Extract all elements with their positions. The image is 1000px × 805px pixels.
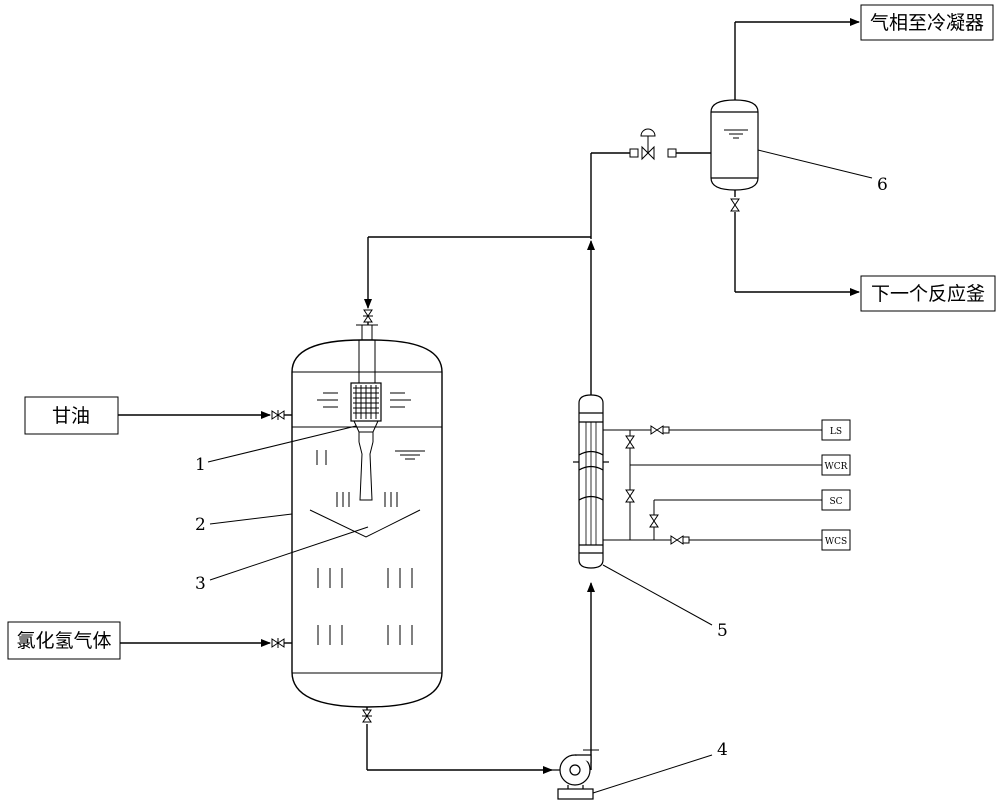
callout-3: 3 (195, 574, 206, 594)
control-valve (629, 128, 677, 161)
callout-leaders (207, 149, 873, 794)
instrument-sc: SC (821, 489, 851, 511)
hcl-feed-box: 氯化氢气体 (7, 621, 121, 660)
svg-text:LS: LS (830, 427, 842, 437)
piping (118, 18, 860, 774)
callout-1: 1 (195, 455, 206, 475)
sc-valve (649, 514, 659, 528)
glycerol-label: 甘油 (52, 405, 90, 427)
vapor-to-condenser-label: 气相至冷凝器 (870, 12, 984, 34)
ls-valve (650, 425, 670, 435)
wcs-valve (670, 535, 690, 545)
hcl-inlet-valve (271, 638, 285, 648)
next-reactor-box: 下一个反应釜 (860, 275, 996, 312)
reactor-top-valve (363, 309, 373, 323)
mixing-nozzle (350, 340, 382, 501)
svg-text:WCS: WCS (825, 537, 847, 547)
circulation-pump (552, 754, 594, 800)
reactor-vessel (291, 324, 443, 708)
separator-outlet-valve (730, 198, 740, 212)
svg-text:WCR: WCR (825, 462, 848, 472)
wcr-lower-valve (625, 489, 635, 503)
instrument-wcr: WCR (821, 454, 851, 476)
heat-exchanger (573, 394, 609, 569)
glycerol-inlet-valve (271, 410, 285, 420)
wcr-upper-valve (625, 435, 635, 449)
instrument-ls: LS (821, 419, 851, 441)
callout-6: 6 (877, 175, 888, 195)
baffle-plate (309, 509, 421, 538)
next-reactor-label: 下一个反应釜 (871, 283, 985, 305)
vapor-condenser-box: 气相至冷凝器 (860, 4, 994, 41)
svg-text:SC: SC (829, 497, 842, 507)
callout-4: 4 (717, 740, 728, 760)
gas-liquid-separator (710, 99, 759, 191)
callout-2: 2 (195, 515, 206, 535)
instrument-wcs: WCS (821, 529, 851, 551)
glycerol-feed-box: 甘油 (24, 396, 119, 435)
reactor-bottom-valve (362, 709, 372, 723)
hcl-gas-label: 氯化氢气体 (16, 630, 111, 652)
callout-5: 5 (717, 621, 728, 641)
